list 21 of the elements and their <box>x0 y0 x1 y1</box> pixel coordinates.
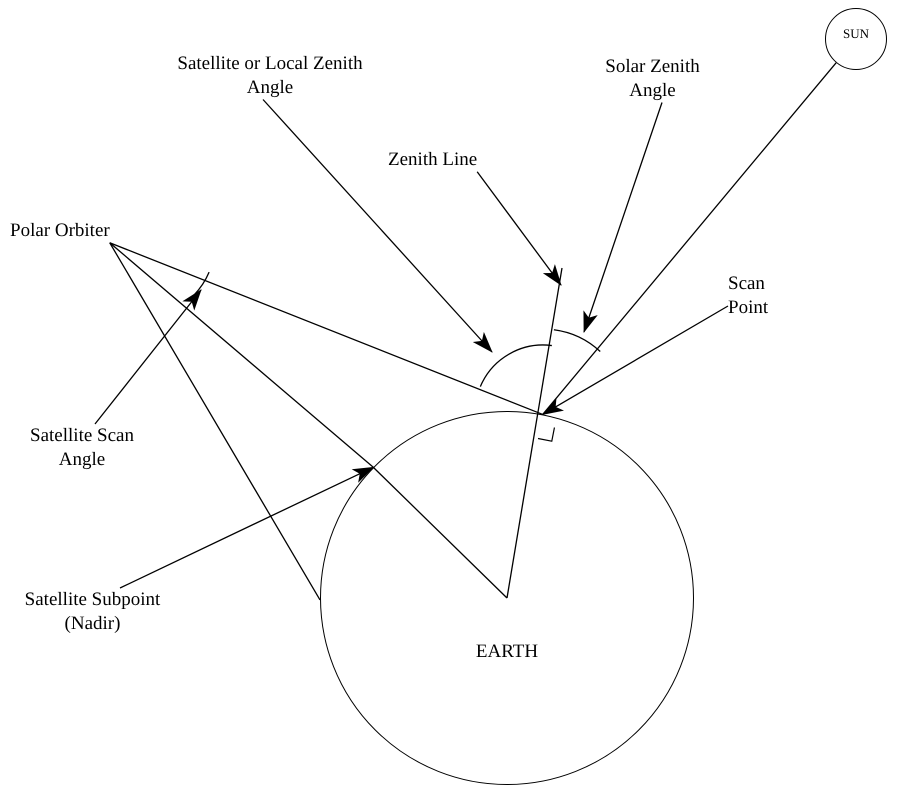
sight-line <box>542 62 837 415</box>
leader-arrow <box>120 466 374 589</box>
sight-line <box>109 242 374 468</box>
body-label: EARTH <box>476 640 538 664</box>
leader-arrow <box>94 289 202 424</box>
leader-arrow <box>262 99 493 353</box>
callout-text: Satellite or Local Zenith Angle <box>175 52 365 100</box>
callout-text: Satellite Scan Angle <box>12 424 152 472</box>
callout-text: Scan Point <box>728 272 788 320</box>
sight-line <box>110 242 543 416</box>
body-label: SUN <box>843 26 869 42</box>
leader-arrow <box>476 171 562 286</box>
callout-text: Polar Orbiter <box>10 219 110 243</box>
callout-text: Satellite Subpoint (Nadir) <box>5 588 180 636</box>
sun-circle <box>825 8 887 70</box>
callout-text: Zenith Line <box>388 148 478 172</box>
sight-line <box>109 242 321 600</box>
leader-arrow <box>583 102 663 334</box>
earth-circle <box>320 411 694 785</box>
callout-text: Solar Zenith Angle <box>585 55 720 102</box>
leader-arrow <box>542 305 728 415</box>
